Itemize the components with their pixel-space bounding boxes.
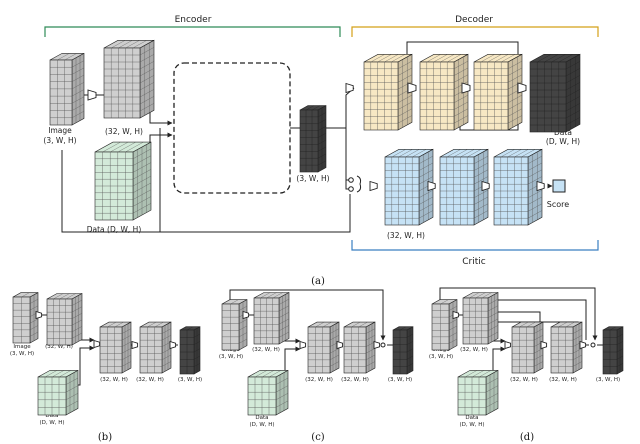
d-feature-cube — [462, 291, 499, 345]
feat-shape-label: (32, W, H) — [105, 127, 143, 136]
data-cube — [94, 141, 152, 221]
a-conv-5-icon — [517, 82, 527, 94]
b-feat-shape-label-2: (32, W, H) — [100, 377, 128, 383]
b-feat-shape-label-3: (32, W, H) — [136, 377, 164, 383]
d-feat-shape-label-3: (32, W, H) — [549, 377, 577, 383]
d-output-cube — [602, 326, 624, 375]
d-image-cube — [431, 299, 458, 351]
c-image-shape-label: (3, W, H) — [219, 354, 243, 360]
encoder-bracket — [44, 26, 341, 37]
c-image-cube — [221, 299, 248, 351]
b-cube-1 — [99, 321, 132, 374]
critic-feat-shape-label: (32, W, H) — [387, 231, 425, 240]
b-image-cube — [12, 292, 39, 344]
a-conv-1-icon — [87, 89, 97, 101]
encoder-label: Encoder — [175, 15, 212, 25]
d-cube-2 — [550, 321, 583, 374]
a-critic-conv-3-icon — [481, 180, 490, 192]
decoder-cube-2 — [419, 53, 469, 131]
a-critic-conv-1-icon — [369, 180, 378, 192]
subfigure-d-label: (d) — [520, 432, 534, 443]
b-conv-1-icon — [35, 310, 43, 320]
image-shape-label: (3, W, H) — [43, 136, 76, 145]
c-conv-1-icon — [242, 310, 250, 320]
d-feat-shape-label: (32, W, H) — [460, 347, 488, 353]
b-data-cube — [37, 369, 79, 416]
a-critic-conv-4-icon — [536, 180, 545, 192]
panel-a: Encoder Decoder Critic Score Image (3, W… — [43, 15, 599, 287]
b-image-shape-label: (3, W, H) — [10, 351, 34, 357]
c-cube-1 — [307, 321, 340, 374]
c-output-cube — [392, 326, 414, 375]
image-cube — [49, 52, 85, 126]
b-image-label: Image — [13, 344, 31, 350]
d-feat-shape-label-2: (32, W, H) — [510, 377, 538, 383]
critic-cube-2 — [439, 148, 489, 226]
out-shape-label: (3, W, H) — [296, 174, 329, 183]
decoder-cube-1 — [363, 53, 413, 131]
c-out-shape-label: (3, W, H) — [388, 377, 412, 383]
b-conv-2-icon — [93, 339, 101, 349]
subfigure-b-label: (b) — [98, 432, 112, 443]
b-output-cube — [179, 326, 201, 375]
decoder-label: Decoder — [455, 15, 493, 25]
c-conv-4-icon — [373, 340, 381, 350]
c-feature-cube — [253, 291, 290, 345]
c-conv-3-icon — [336, 340, 344, 350]
c-feat-shape-label: (32, W, H) — [252, 347, 280, 353]
a-conv-3-icon — [407, 82, 417, 94]
decoder-bracket — [351, 26, 599, 37]
c-feat-shape-label-2: (32, W, H) — [305, 377, 333, 383]
b-data-shape-label: (D, W, H) — [39, 420, 64, 426]
d-image-shape-label: (3, W, H) — [429, 354, 453, 360]
c-data-shape-label: (D, W, H) — [249, 422, 274, 428]
b-out-shape-label: (3, W, H) — [178, 377, 202, 383]
d-conv-1-icon — [452, 310, 460, 320]
a-conv-4-icon — [461, 82, 471, 94]
decoded-data-cube — [529, 53, 581, 133]
c-feat-shape-label-3: (32, W, H) — [341, 377, 369, 383]
c-conv-2-icon — [299, 340, 307, 350]
d-data-word-label: Data — [465, 415, 478, 421]
critic-bracket — [351, 240, 599, 251]
d-conv-2-icon — [504, 340, 512, 350]
subfigure-c-label: (c) — [311, 432, 325, 443]
b-feature-cube — [46, 292, 83, 346]
encoded-image-cube — [299, 105, 327, 173]
data-word-label: Data — [554, 128, 572, 137]
b-feat-shape-label: (32, W, H) — [45, 344, 73, 350]
d-data-cube — [457, 369, 499, 416]
d-conv-3-icon — [540, 340, 548, 350]
d-data-shape-label: (D, W, H) — [459, 422, 484, 428]
b-data-word-label: Data — [45, 413, 58, 419]
d-cube-1 — [511, 321, 544, 374]
b-conv-4-icon — [169, 340, 177, 350]
feature-cube — [103, 39, 155, 119]
a-critic-conv-2-icon — [427, 180, 436, 192]
d-conv-4-icon — [579, 340, 587, 350]
data-label: Data (D, W, H) — [87, 225, 142, 234]
b-cube-2 — [139, 321, 172, 374]
c-data-cube — [247, 369, 289, 416]
b-conv-3-icon — [131, 340, 139, 350]
critic-cube-3 — [493, 148, 543, 226]
cube-layer — [12, 39, 624, 416]
image-label: Image — [48, 126, 72, 135]
score-label: Score — [547, 200, 569, 209]
dashed-block — [173, 62, 291, 194]
critic-cube-1 — [384, 148, 434, 226]
data-shape-label: (D, W, H) — [546, 137, 580, 146]
a-conv-2-icon — [345, 82, 354, 94]
c-cube-2 — [343, 321, 376, 374]
d-out-shape-label: (3, W, H) — [596, 377, 620, 383]
score-box — [552, 179, 566, 193]
critic-label: Critic — [462, 257, 486, 267]
c-data-word-label: Data — [255, 415, 268, 421]
subfigure-a-label: (a) — [311, 276, 325, 287]
decoder-cube-3 — [473, 53, 523, 131]
conv-layer — [35, 82, 587, 350]
